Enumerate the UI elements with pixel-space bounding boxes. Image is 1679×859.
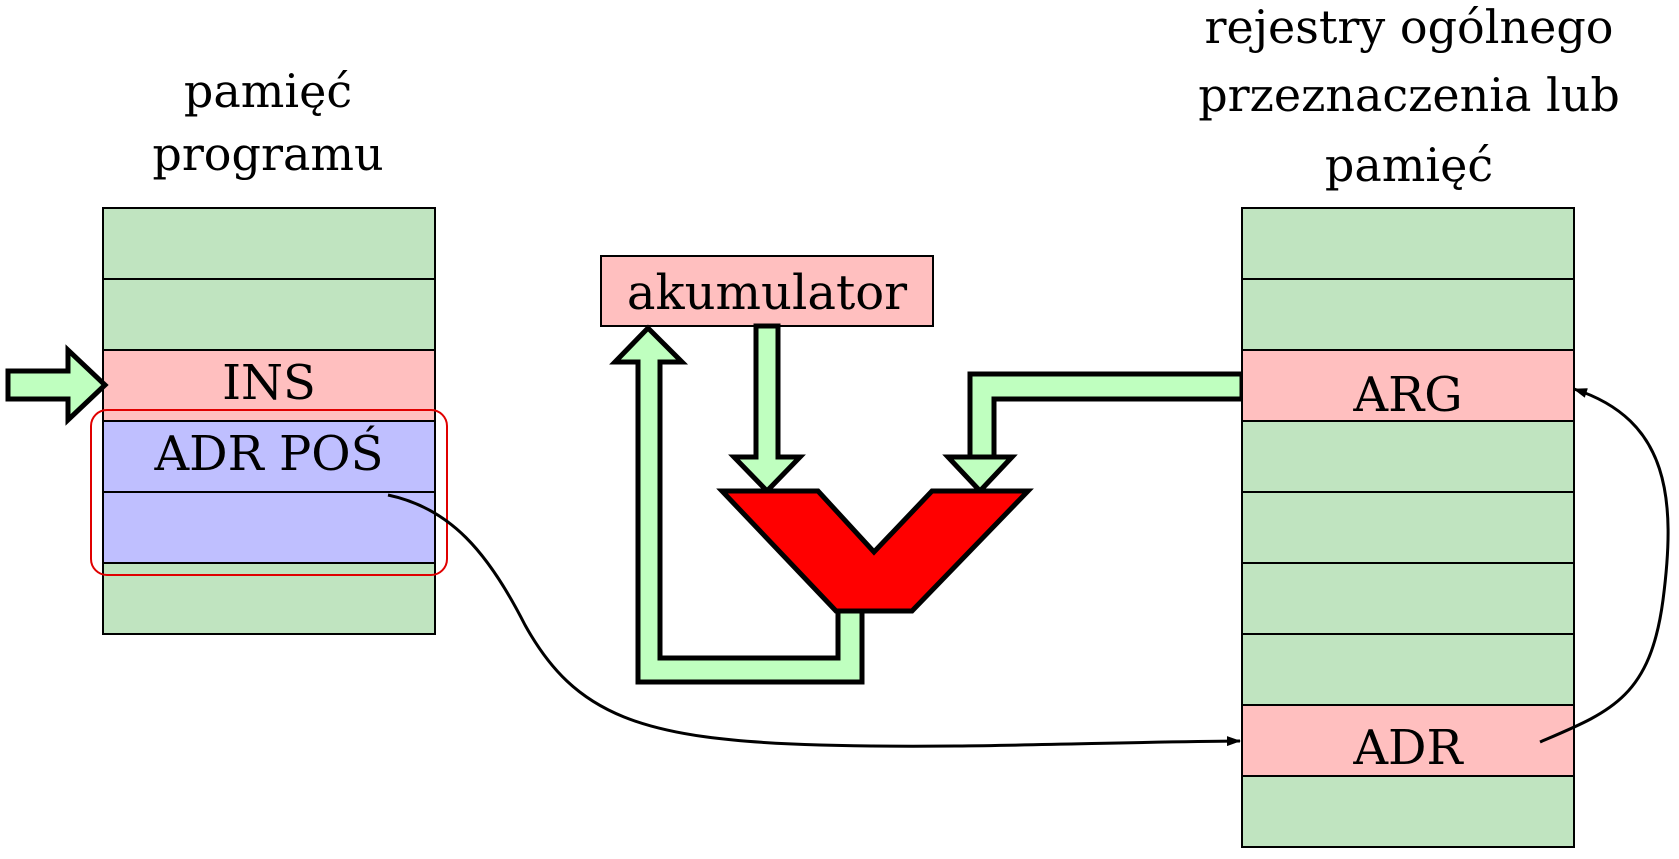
program-memory-cell-address-continued (102, 491, 436, 564)
address-selection-outline (90, 409, 448, 576)
address-cell-label: ADR POŚ (153, 424, 383, 482)
accumulator-to-alu-arrow (728, 323, 806, 495)
register-cell (1241, 278, 1575, 351)
register-cell (1241, 562, 1575, 635)
program-memory-title-line-2: programu (152, 127, 383, 181)
registers-title-line-2: przeznaczenia lub (1198, 68, 1620, 122)
program-memory-cell (102, 278, 436, 351)
operand-to-alu-arrow (942, 371, 1245, 495)
program-memory-cell (102, 207, 436, 280)
register-cell (1241, 420, 1575, 493)
program-memory-title-line-1: pamięć (184, 64, 352, 118)
address-to-argument-arrow (1539, 387, 1670, 744)
register-cell (1241, 491, 1575, 564)
program-counter-arrow (5, 344, 109, 426)
register-cell (1241, 775, 1575, 848)
pointer-to-address-arrow (387, 493, 1241, 748)
alu-shape (716, 488, 1034, 614)
alu-result-to-accumulator-arrow (609, 324, 865, 685)
argument-cell-label: ARG (1352, 367, 1462, 423)
instruction-cell-label: INS (222, 355, 316, 411)
program-memory-cell (102, 562, 436, 635)
program-memory-block (102, 207, 436, 635)
registers-title-line-1: rejestry ogólnego (1205, 0, 1614, 54)
register-file-block (1241, 207, 1575, 848)
address-register-label: ADR (1352, 720, 1464, 776)
registers-title-line-3: pamięć (1325, 138, 1493, 192)
program-memory-cell-address (102, 420, 436, 493)
register-cell (1241, 633, 1575, 706)
accumulator-box (600, 255, 934, 327)
register-cell (1241, 207, 1575, 280)
accumulator-label: akumulator (627, 265, 907, 321)
